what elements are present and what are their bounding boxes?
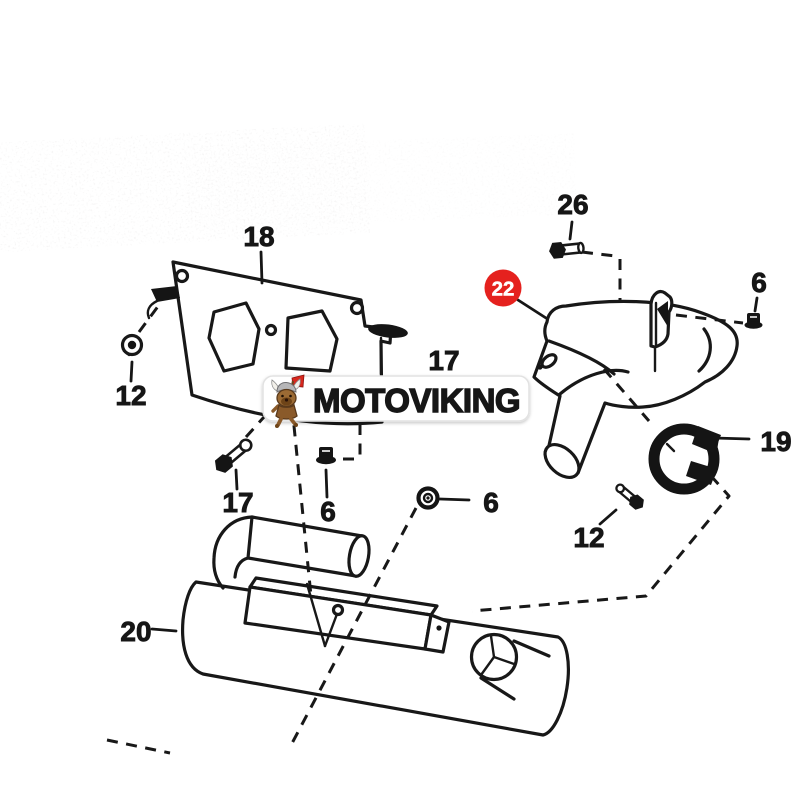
clamp-tab-lower xyxy=(686,461,717,485)
plate-hanger-left xyxy=(151,286,180,302)
outlet-pipe-top-line xyxy=(512,639,551,658)
plate-cutout-right xyxy=(284,309,339,373)
dash-clamp-to-outlet xyxy=(471,474,731,613)
callout-19: 19 xyxy=(760,426,791,457)
dash-bottom-left xyxy=(106,738,171,755)
callout-12-bottom: 12 xyxy=(573,522,604,553)
clamp-seam xyxy=(665,442,676,453)
bolt-17 xyxy=(214,438,253,473)
muffler-bracket-end xyxy=(423,613,451,654)
fasteners xyxy=(120,241,763,510)
watermark-brand-text: MOTOVIKING xyxy=(313,382,520,419)
callout-6-middle: 6 xyxy=(320,496,336,527)
callout-17-left: 17 xyxy=(222,487,253,518)
bracket-bolt-line-2 xyxy=(323,612,339,648)
exhaust-pipe-outline xyxy=(532,299,739,475)
callout-leader-lines xyxy=(129,220,759,633)
flange-tab-shadow xyxy=(657,301,668,327)
plate-hanger-right xyxy=(368,324,408,338)
dash-nut12-to-hanger xyxy=(137,304,161,333)
pipe-midtube-curve xyxy=(558,368,630,396)
muffler-inlet-opening xyxy=(347,534,371,578)
clamp-part xyxy=(648,423,721,495)
dash-plate-to-bracket xyxy=(290,405,313,597)
pipe-boss-tip xyxy=(537,364,543,370)
watermark-pill xyxy=(262,375,530,422)
highlighted-callout-22: 22 xyxy=(484,269,522,307)
muffler-inlet-elbow-outer xyxy=(212,515,254,590)
clamp-tab-upper xyxy=(692,426,721,453)
outlet-y-divider xyxy=(479,634,516,677)
nut-6-middle xyxy=(316,447,336,465)
bolt-26 xyxy=(549,241,585,259)
callout-17-middle: 17 xyxy=(428,345,459,376)
muffler-part xyxy=(180,515,570,737)
dash-bolt17-to-plate xyxy=(244,415,266,439)
plate-hanger-left-hook xyxy=(146,299,159,320)
bolt-12-bottom xyxy=(615,483,644,510)
dash-bolt26-horizontal xyxy=(581,250,616,258)
nut-6-right xyxy=(744,313,763,329)
watermark: MOTOVIKING xyxy=(262,374,530,428)
callout-22-label: 22 xyxy=(492,278,515,301)
plate-hole-topleft xyxy=(174,268,190,284)
nut-12-left xyxy=(120,333,144,357)
dash-washer6-to-bracket xyxy=(287,507,418,750)
muffler-inlet-elbow-inner xyxy=(233,556,250,579)
callout-6-right: 6 xyxy=(751,267,767,298)
bracket-pin xyxy=(331,603,345,617)
clamp-bolt-line xyxy=(710,440,719,474)
plate-hole-right xyxy=(349,300,365,316)
plate-cutout-left xyxy=(207,301,261,373)
washer-6-lower xyxy=(416,486,440,510)
alignment-dashed-lines xyxy=(106,250,744,755)
callout-12-left: 12 xyxy=(115,380,146,411)
outlet-pipe-bottom-line xyxy=(479,676,516,701)
viking-mascot-icon xyxy=(271,374,305,428)
pipe-outlet-mouth xyxy=(543,442,581,480)
callout-18: 18 xyxy=(243,221,274,252)
pipe-bend-inner-curve xyxy=(697,327,712,373)
plate-hole-center xyxy=(264,323,278,337)
callout-26: 26 xyxy=(557,189,588,220)
callout-22-badge xyxy=(484,269,522,307)
callout-labels: 18 12 17 6 26 17 6 19 12 6 20 xyxy=(115,189,792,648)
callout-20: 20 xyxy=(120,616,151,647)
pipe-boss xyxy=(540,353,558,369)
bracket-bolt-line-1 xyxy=(305,582,327,648)
scan-noise xyxy=(6,142,521,236)
callout-6-lower: 6 xyxy=(483,487,499,518)
bracket-end-hole xyxy=(436,625,442,631)
exhaust-pipe-part xyxy=(532,290,739,480)
